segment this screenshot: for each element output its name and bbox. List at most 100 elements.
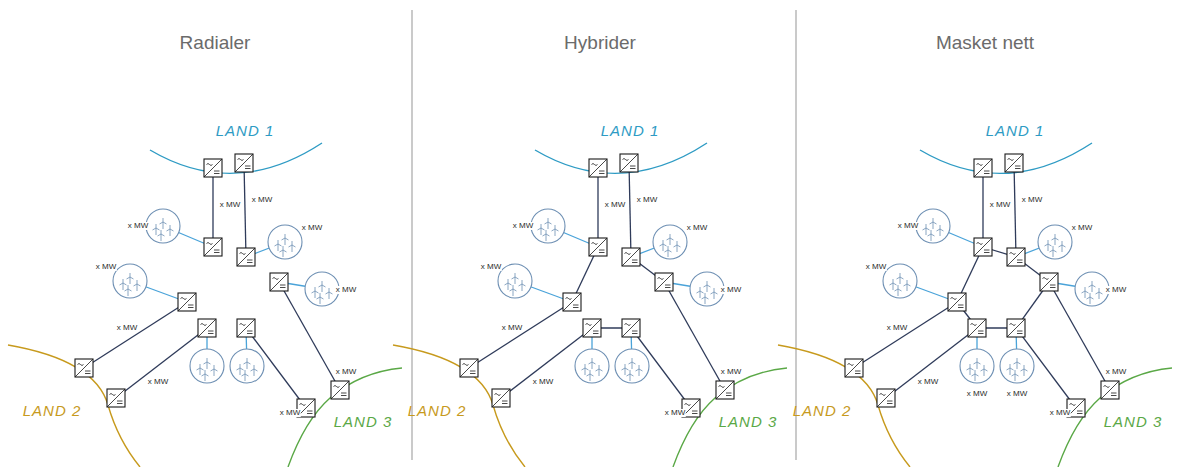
turbine-blades — [1014, 358, 1021, 364]
ac-symbol — [592, 243, 598, 245]
ac-symbol — [207, 243, 213, 245]
converter-diagonal — [622, 319, 640, 337]
ac-symbol — [566, 298, 572, 300]
dc-symbol — [247, 331, 253, 332]
turbine-tower — [1062, 245, 1063, 252]
ac-symbol — [658, 278, 664, 280]
dc-symbol — [1050, 285, 1056, 286]
turbine-tower — [555, 229, 556, 236]
capacity-label: x MW — [886, 324, 908, 332]
converter-box — [204, 238, 222, 256]
dc-symbol — [502, 401, 508, 402]
dc-symbol — [208, 333, 214, 334]
coastline — [535, 143, 707, 173]
converter-box — [974, 238, 992, 256]
turbine-tower — [663, 244, 664, 251]
capacity-label: x MW — [1105, 368, 1127, 376]
capacity-label: x MW — [501, 324, 523, 332]
dc-symbol — [307, 413, 313, 414]
turbine-blades — [1021, 365, 1028, 371]
dc-symbol — [573, 305, 579, 306]
capacity-label: x MW — [917, 378, 939, 386]
capacity-label: x MW — [966, 390, 988, 398]
turbine-blades — [211, 365, 218, 371]
wind-farm-circle — [653, 225, 687, 259]
country-label: LAND 2 — [23, 403, 82, 418]
turbine-blades — [242, 370, 249, 376]
turbine-tower — [599, 369, 600, 376]
capacity-label: x MW — [301, 224, 323, 232]
turbine-tower — [214, 369, 215, 376]
dc-symbol — [984, 173, 990, 174]
coastline — [8, 345, 140, 467]
turbine-blades — [704, 281, 711, 287]
turbine-blades — [1012, 370, 1019, 376]
country-label: LAND 1 — [601, 123, 660, 138]
converter-box — [75, 359, 93, 377]
capacity-label: x MW — [127, 222, 149, 230]
turbine-tower — [322, 285, 323, 292]
converter-box — [974, 159, 992, 177]
turbine-blades — [702, 293, 709, 299]
capacity-label: x MW — [251, 196, 273, 204]
wind-farm-circle — [575, 349, 609, 383]
ac-symbol — [592, 164, 598, 166]
turbine-tower — [907, 284, 908, 291]
turbine-tower — [1015, 374, 1016, 381]
turbine-blades — [251, 365, 258, 371]
converter-box — [492, 389, 510, 407]
converter-diagonal — [492, 389, 510, 407]
ac-symbol — [207, 164, 213, 166]
dc-symbol — [307, 411, 313, 412]
capacity-label: x MW — [532, 378, 554, 386]
capacity-label: x MW — [279, 409, 301, 417]
wind-farm-circle — [960, 349, 994, 383]
dc-symbol — [887, 403, 893, 404]
converter-diagonal — [589, 238, 607, 256]
ac-symbol — [240, 324, 246, 326]
turbine-blades — [167, 225, 174, 231]
ac-symbol — [201, 324, 207, 326]
converter-diagonal — [460, 359, 478, 377]
turbine-tower — [900, 277, 901, 284]
turbine-tower — [707, 285, 708, 292]
ac-symbol — [719, 386, 725, 388]
turbine-blades — [582, 364, 589, 370]
turbine-blades — [543, 230, 550, 236]
turbine-tower — [283, 250, 284, 257]
dc-symbol — [1015, 166, 1021, 167]
capacity-label: x MW — [335, 368, 357, 376]
ac-symbol — [238, 159, 244, 161]
dc-symbol — [470, 371, 476, 372]
turbine-blades — [1059, 241, 1066, 247]
country-label: LAND 2 — [793, 403, 852, 418]
dc-symbol — [245, 166, 251, 167]
turbine-tower — [639, 369, 640, 376]
dc-symbol — [214, 171, 220, 172]
capacity-label: x MW — [989, 201, 1011, 209]
hvdc-cable — [597, 168, 598, 247]
capacity-label: x MW — [636, 196, 658, 204]
converter-box — [622, 248, 640, 266]
turbine-blades — [928, 230, 935, 236]
dc-symbol — [726, 393, 732, 394]
capacity-label: x MW — [147, 378, 169, 386]
dc-symbol — [599, 250, 605, 251]
converter-box — [1005, 154, 1023, 172]
turbine-tower — [1055, 238, 1056, 245]
turbine-blades — [153, 224, 160, 230]
turbine-tower — [513, 289, 514, 296]
dc-symbol — [632, 260, 638, 261]
coastline — [673, 368, 787, 467]
capacity-label: x MW — [720, 286, 742, 294]
turbine-tower — [670, 238, 671, 245]
dc-symbol — [1017, 262, 1023, 263]
dc-symbol — [978, 333, 984, 334]
turbine-tower — [1092, 285, 1093, 292]
ac-symbol — [463, 364, 469, 366]
turbine-tower — [585, 368, 586, 375]
converter-diagonal — [1040, 273, 1058, 291]
capacity-label: x MW — [480, 263, 502, 271]
converter-box — [948, 293, 966, 311]
turbine-blades — [280, 246, 287, 252]
